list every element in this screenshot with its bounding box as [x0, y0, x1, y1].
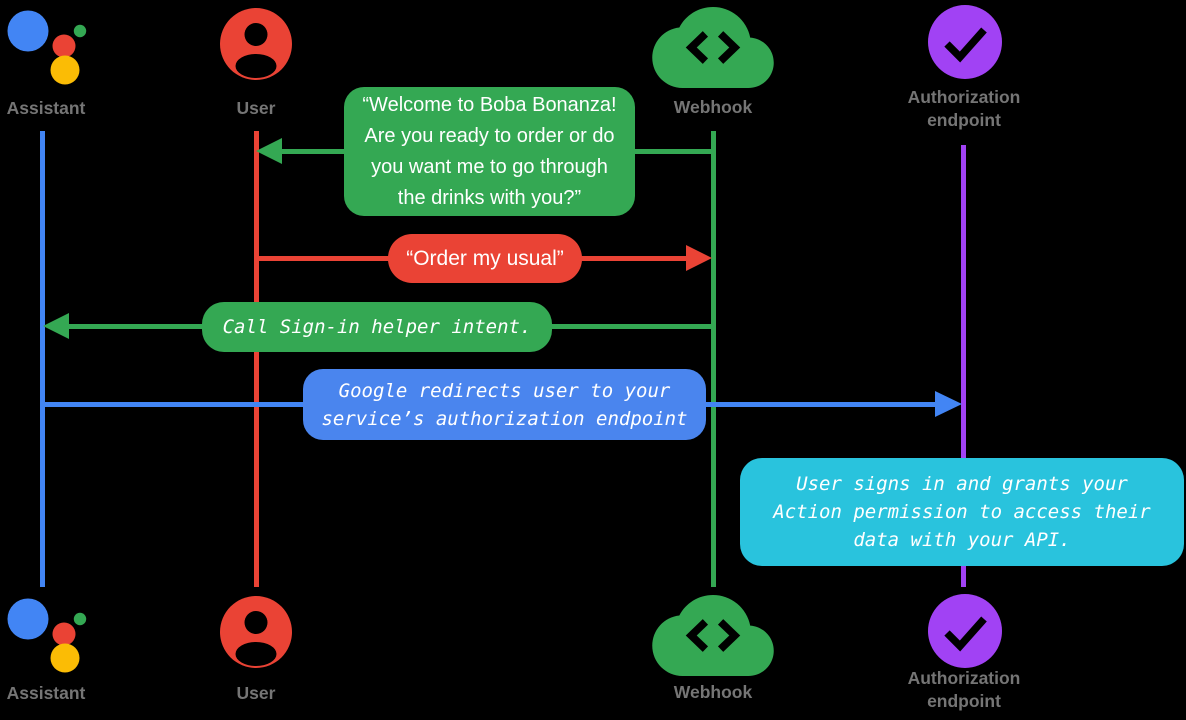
message-line: Google redirects user to your [338, 379, 671, 402]
message-line: Are you ready to order or do [364, 124, 615, 147]
google-assistant-logo-icon [7, 598, 87, 673]
authorization-endpoint-label: Authorization endpoint [907, 668, 1021, 711]
assistant-label: Assistant [6, 98, 86, 118]
message-google-redirects: Google redirects user to your service’s … [303, 369, 706, 440]
user-person-icon [220, 8, 292, 80]
user-person-icon [220, 596, 292, 668]
webhook-lifeline [711, 131, 716, 587]
authorization-endpoint-label: Authorization endpoint [907, 87, 1021, 130]
order-arrowhead-right-icon [686, 245, 712, 271]
assistant-lifeline [40, 131, 45, 587]
message-line: “Order my usual” [406, 246, 564, 270]
webhook-cloud-code-icon [652, 7, 774, 88]
webhook-label: Webhook [673, 97, 753, 117]
user-lifeline [254, 131, 259, 587]
assistant-label: Assistant [6, 683, 86, 703]
message-line: “Welcome to Boba Bonanza! [362, 93, 617, 116]
message-line: you want me to go through [371, 155, 608, 178]
signin-arrowhead-left-icon [43, 313, 69, 339]
note-user-signs-in: User signs in and grants your Action per… [740, 458, 1184, 566]
message-call-signin-helper: Call Sign-in helper intent. [202, 302, 552, 352]
message-welcome: “Welcome to Boba Bonanza! Are you ready … [344, 87, 635, 216]
message-line: User signs in and grants your [796, 473, 1128, 495]
google-assistant-logo-icon [7, 10, 87, 85]
webhook-cloud-code-icon [652, 595, 774, 676]
message-line: data with your API. [853, 529, 1071, 551]
authorization-check-circle-icon [928, 5, 1002, 79]
user-label: User [236, 98, 276, 118]
message-order-my-usual: “Order my usual” [388, 234, 582, 283]
message-line: Call Sign-in helper intent. [222, 316, 532, 338]
authorization-endpoint-lifeline [961, 145, 966, 587]
message-line: service’s authorization endpoint [321, 407, 688, 430]
redirect-arrowhead-right-icon [935, 391, 962, 417]
message-line: Action permission to access their [773, 501, 1151, 523]
user-label: User [236, 683, 276, 703]
authorization-check-circle-icon [928, 594, 1002, 668]
message-line: the drinks with you?” [397, 186, 582, 209]
welcome-arrowhead-left-icon [256, 138, 282, 164]
webhook-label: Webhook [673, 682, 753, 702]
